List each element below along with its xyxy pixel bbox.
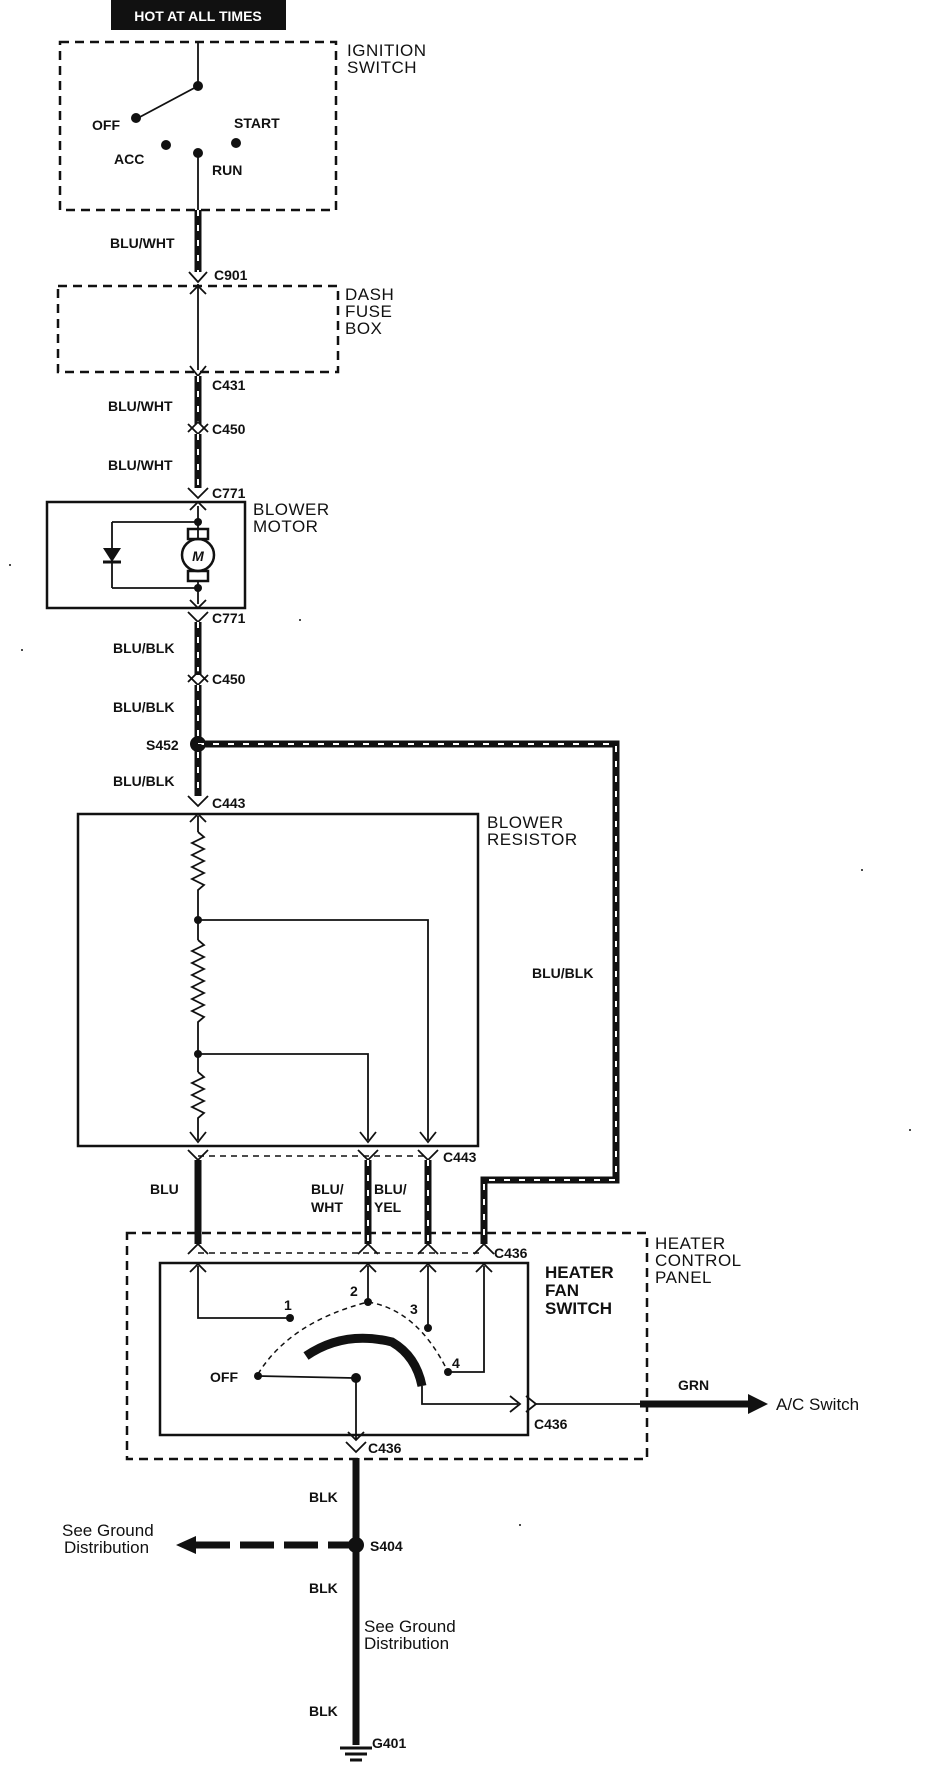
fan-position-3: 3 [410,1301,418,1317]
wire-label-blu-wht-3: BLU/WHT [108,457,173,473]
connector-c443-symbol-top [187,795,209,808]
fan-switch-contacts [189,1262,522,1442]
s404-label: S404 [370,1538,403,1554]
wire-label-blu-blk-bypass: BLU/BLK [532,965,593,981]
heater-control-panel-label: HEATER [655,1234,726,1253]
c771-label-2: C771 [212,610,246,626]
switch-start-label: START [234,115,280,131]
c771-label-1: C771 [212,485,246,501]
c901-label: C901 [214,267,248,283]
dash-fuse-box-label: DASH [345,285,394,304]
resistor-network [189,812,437,1144]
wire-label-blu-blk-1: BLU/BLK [113,640,174,656]
wire-label-blu-wht-4b: WHT [311,1199,343,1215]
wire-label-blu-blk-2: BLU/BLK [113,699,174,715]
fan-position-2: 2 [350,1283,358,1299]
ground-g401-symbol [340,1746,372,1762]
wire-label-blu-wht-1: BLU/WHT [110,235,175,251]
c436-label-top: C436 [494,1245,528,1261]
blower-resistor-label: BLOWER [487,813,564,832]
banner-text: HOT AT ALL TIMES [134,8,262,24]
ac-switch-arrow [748,1394,768,1414]
blower-motor-label: BLOWER [253,500,330,519]
ground-dist-label-c: See Ground [364,1617,456,1636]
c431-label: C431 [212,377,246,393]
wire-label-blu-yel-b: YEL [374,1199,402,1215]
connector-c901-symbol [188,271,208,284]
hot-at-all-times-banner [111,0,286,30]
ground-dist-label-d: Distribution [364,1634,449,1653]
wire-label-blu-blk-3: BLU/BLK [113,773,174,789]
ground-dist-label-b: Distribution [64,1538,149,1557]
heater-fan-switch-box [158,1261,530,1437]
blower-motor-label-2: MOTOR [253,517,318,536]
wire-label-grn: GRN [678,1377,709,1393]
c436-label-side: C436 [534,1416,568,1432]
wire-label-blk-3: BLK [309,1703,338,1719]
c443-label-top: C443 [212,795,246,811]
c443-label-bottom: C443 [443,1149,477,1165]
connector-c771-symbol-1 [187,487,209,500]
connector-c771-symbol-2 [187,611,209,624]
fan-off-label: OFF [210,1369,238,1385]
ignition-switch-label-2: SWITCH [347,58,417,77]
dash-fuse-box-label-3: BOX [345,319,382,338]
motor-symbol: M [192,548,204,564]
wire-label-blk-1: BLK [309,1489,338,1505]
fan-position-4: 4 [452,1355,460,1371]
wire-label-blk-2: BLK [309,1580,338,1596]
ground-distribution-arrow [176,1536,196,1554]
ground-dist-label-a: See Ground [62,1521,154,1540]
blower-resistor-box [76,812,480,1148]
c450-label-2: C450 [212,671,246,687]
c436-label-bottom: C436 [368,1440,402,1456]
wire-label-blu-wht-4a: BLU/ [311,1181,344,1197]
switch-off-label: OFF [92,117,120,133]
switch-acc-label: ACC [114,151,144,167]
g401-label: G401 [372,1735,406,1751]
heater-control-panel-label-3: PANEL [655,1268,712,1287]
ac-switch-label: A/C Switch [776,1395,859,1414]
connector-c436-bottom-symbol [345,1441,367,1454]
ignition-switch-label: IGNITION [347,41,427,60]
c450-label-1: C450 [212,421,246,437]
ignition-switch-contacts [131,42,241,210]
s452-label: S452 [146,737,179,753]
wire-label-blu-wht-2: BLU/WHT [108,398,173,414]
heater-control-panel-label-2: CONTROL [655,1251,742,1270]
wire-label-blu-yel-a: BLU/ [374,1181,407,1197]
heater-control-panel-box [125,1231,649,1461]
heater-fan-switch-label-2: FAN [545,1281,579,1300]
blower-resistor-label-2: RESISTOR [487,830,578,849]
dash-fuse-box-label-2: FUSE [345,302,392,321]
fan-position-1: 1 [284,1297,292,1313]
blower-motor-internals [103,500,216,610]
heater-fan-switch-label: HEATER [545,1263,614,1282]
wire-label-blu: BLU [150,1181,179,1197]
switch-run-label: RUN [212,162,242,178]
blower-motor-box [45,500,247,610]
heater-fan-switch-label-3: SWITCH [545,1299,612,1318]
